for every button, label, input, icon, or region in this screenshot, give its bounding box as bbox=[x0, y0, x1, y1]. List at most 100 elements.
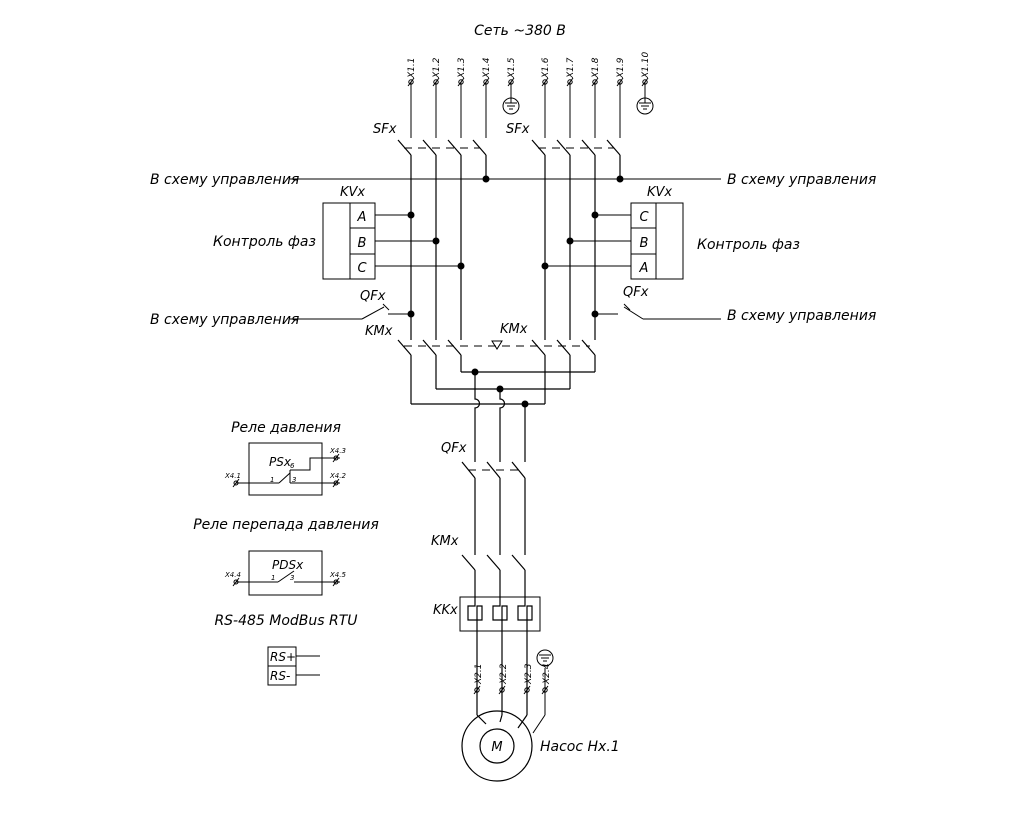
crossover-wiring bbox=[410, 355, 596, 462]
terminal-x1-7: X1.7 bbox=[566, 57, 576, 138]
terminal-label: X2.4 bbox=[542, 663, 552, 685]
ground-icon bbox=[636, 97, 654, 115]
modbus-interface: RS+ RS- bbox=[267, 646, 320, 686]
diff-pressure-relay: PDSx 1 3 X4.4 X4.5 bbox=[224, 550, 346, 596]
terminal-strip-x1: X1.1 X1.2 X1.3 X1.4 X1.5 bbox=[407, 52, 654, 138]
right-phase-control-label: Контроль фаз bbox=[697, 237, 800, 253]
pin-label: 3 bbox=[290, 574, 294, 582]
terminal-strip-x2: X2.1 X2.2 X2.3 X2.4 bbox=[473, 640, 554, 715]
terminal-label: X1.3 bbox=[457, 57, 467, 79]
left-phase-lines bbox=[410, 155, 487, 340]
terminal-label: X1.6 bbox=[541, 57, 551, 79]
output-contactor-label: KMx bbox=[431, 534, 459, 549]
terminal-label: X2.3 bbox=[524, 663, 534, 685]
output-contactor bbox=[461, 554, 526, 600]
terminal-x2-2: X2.2 bbox=[498, 663, 509, 695]
pin-label: 1 bbox=[271, 574, 275, 582]
right-contactor bbox=[531, 339, 596, 356]
terminal-label: X1.8 bbox=[591, 57, 601, 79]
motor: M bbox=[461, 710, 546, 782]
right-breaker-sfx bbox=[531, 139, 621, 156]
ground-icon bbox=[502, 97, 520, 115]
rs-plus-label: RS+ bbox=[270, 650, 296, 664]
left-kv-label: KVx bbox=[340, 185, 365, 200]
terminal-x1-6: X1.6 bbox=[541, 57, 551, 138]
left-control-top-label: В схему управления bbox=[150, 172, 299, 188]
terminal-label: X1.10 bbox=[641, 52, 651, 79]
terminal-x2-4: X2.4 bbox=[541, 663, 552, 695]
left-aux-breaker bbox=[290, 303, 415, 320]
right-kv-label: KVx bbox=[647, 185, 672, 200]
phase-label: C bbox=[639, 210, 649, 225]
right-control-bottom-label: В схему управления bbox=[727, 308, 876, 324]
terminal-label: X4.2 bbox=[329, 472, 346, 480]
terminal-label: X2.2 bbox=[499, 663, 509, 685]
thermal-relay-label: KKx bbox=[433, 603, 458, 618]
terminal-label: X1.2 bbox=[432, 57, 442, 79]
thermal-relay bbox=[459, 596, 541, 640]
terminal-x1-8: X1.8 bbox=[591, 57, 601, 138]
terminal-x1-9: X1.9 bbox=[616, 57, 626, 138]
terminal-label: X4.3 bbox=[329, 447, 346, 455]
left-contactor bbox=[397, 339, 462, 356]
phase-label: C bbox=[357, 261, 367, 276]
right-phase-relay: C B A bbox=[541, 202, 684, 280]
diff-pressure-relay-title: Реле перепада давления bbox=[193, 517, 379, 533]
left-breaker-sfx bbox=[397, 139, 487, 156]
right-control-top-label: В схему управления bbox=[727, 172, 876, 188]
terminal-x1-3: X1.3 bbox=[457, 57, 467, 138]
phase-label: A bbox=[639, 261, 649, 276]
phase-label: A bbox=[357, 210, 367, 225]
left-contactor-label: KMx bbox=[365, 324, 393, 339]
left-phase-relay: A B C bbox=[322, 202, 465, 280]
terminal-label: X1.7 bbox=[566, 57, 576, 79]
left-aux-breaker-label: QFx bbox=[360, 289, 386, 304]
left-phase-control-label: Контроль фаз bbox=[213, 234, 316, 250]
diff-pressure-relay-name: PDSx bbox=[272, 558, 304, 572]
pin-label: 6 bbox=[290, 462, 295, 470]
motor-symbol-label: M bbox=[491, 740, 502, 755]
interlock-triangle-icon bbox=[491, 340, 503, 350]
terminal-x1-1: X1.1 bbox=[407, 58, 417, 138]
terminal-label: X4.4 bbox=[224, 571, 241, 579]
right-aux-breaker bbox=[591, 303, 721, 320]
terminal-x1-5: X1.5 bbox=[502, 57, 520, 115]
terminal-x1-10: X1.10 bbox=[636, 52, 654, 115]
right-breaker-label: SFx bbox=[506, 122, 530, 137]
ground-icon bbox=[536, 649, 554, 667]
terminal-x4-3: X4.3 bbox=[329, 447, 346, 463]
rs-minus-label: RS- bbox=[270, 669, 290, 683]
terminal-x4-2: X4.2 bbox=[329, 472, 346, 488]
terminal-label: X1.9 bbox=[616, 57, 626, 79]
terminal-label: X4.1 bbox=[224, 472, 241, 480]
terminal-x1-2: X1.2 bbox=[432, 57, 442, 138]
pin-label: 1 bbox=[270, 476, 274, 484]
right-phase-lines bbox=[544, 155, 621, 340]
terminal-x4-5: X4.5 bbox=[329, 571, 346, 587]
pressure-relay-title: Реле давления bbox=[231, 420, 341, 436]
terminal-label: X4.5 bbox=[329, 571, 346, 579]
terminal-label: X1.4 bbox=[482, 57, 492, 79]
left-breaker-label: SFx bbox=[373, 122, 397, 137]
network-label: Сеть ~380 В bbox=[474, 23, 566, 39]
terminal-x4-1: X4.1 bbox=[224, 472, 241, 488]
modbus-title: RS-485 ModBus RTU bbox=[214, 613, 357, 629]
output-breaker bbox=[461, 461, 526, 555]
terminal-x4-4: X4.4 bbox=[224, 571, 241, 587]
pump-label: Насос Нх.1 bbox=[540, 739, 620, 755]
terminal-x1-4: X1.4 bbox=[482, 57, 492, 138]
terminal-label: X1.5 bbox=[507, 57, 517, 79]
pressure-relay: PSx 1 3 6 X4.1 X4.2 X4.3 bbox=[224, 442, 346, 496]
terminal-label: X1.1 bbox=[407, 58, 417, 79]
right-contactor-label: KMx bbox=[500, 322, 528, 337]
phase-label: B bbox=[640, 236, 649, 251]
terminal-label: X2.1 bbox=[474, 664, 484, 685]
left-control-bottom-label: В схему управления bbox=[150, 312, 299, 328]
phase-label: B bbox=[358, 236, 367, 251]
control-line-top bbox=[290, 175, 721, 183]
mechanical-interlock bbox=[404, 340, 590, 350]
terminal-x2-3: X2.3 bbox=[523, 663, 534, 695]
output-breaker-label: QFx bbox=[441, 441, 467, 456]
